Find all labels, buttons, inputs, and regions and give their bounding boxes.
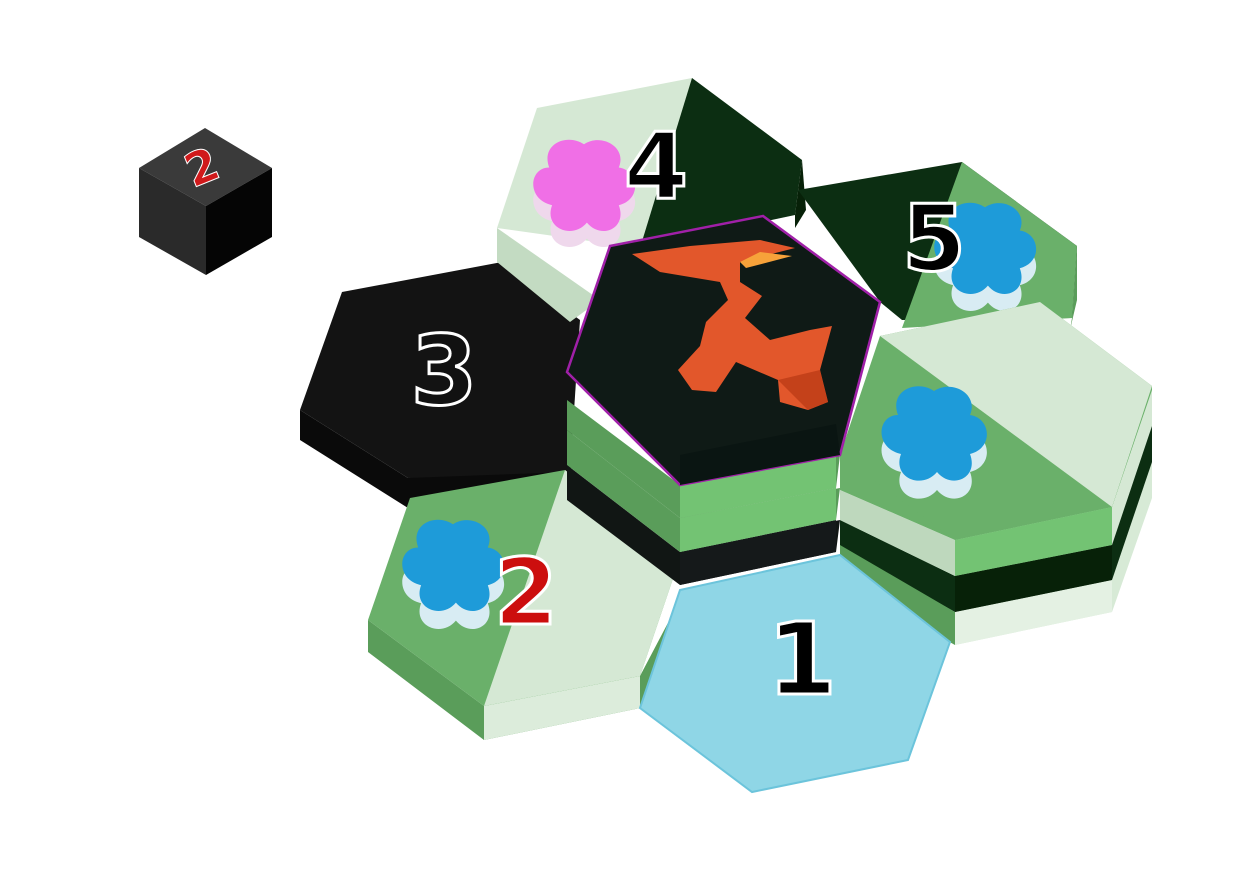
hex-tile-3[interactable]: 3 (300, 262, 580, 508)
hex-label-1: 1 (767, 601, 837, 718)
hex-label-3: 3 (411, 315, 478, 427)
hex-label-2: 2 (494, 539, 558, 646)
die-top (139, 128, 272, 206)
die-left (139, 168, 206, 275)
die[interactable]: 2 (139, 128, 272, 275)
hex-tile-6[interactable] (840, 302, 1152, 645)
hex-label-5: 5 (902, 185, 966, 292)
hex-tile-1[interactable]: 1 (638, 553, 952, 794)
hex-tile-4[interactable]: 4 (497, 78, 806, 322)
hex-tile-volcano[interactable] (565, 214, 882, 585)
hex-tile-5[interactable]: 5 (798, 162, 1077, 330)
lava-icon (632, 240, 832, 410)
hex-label-4: 4 (624, 113, 688, 220)
die-right (206, 168, 272, 275)
